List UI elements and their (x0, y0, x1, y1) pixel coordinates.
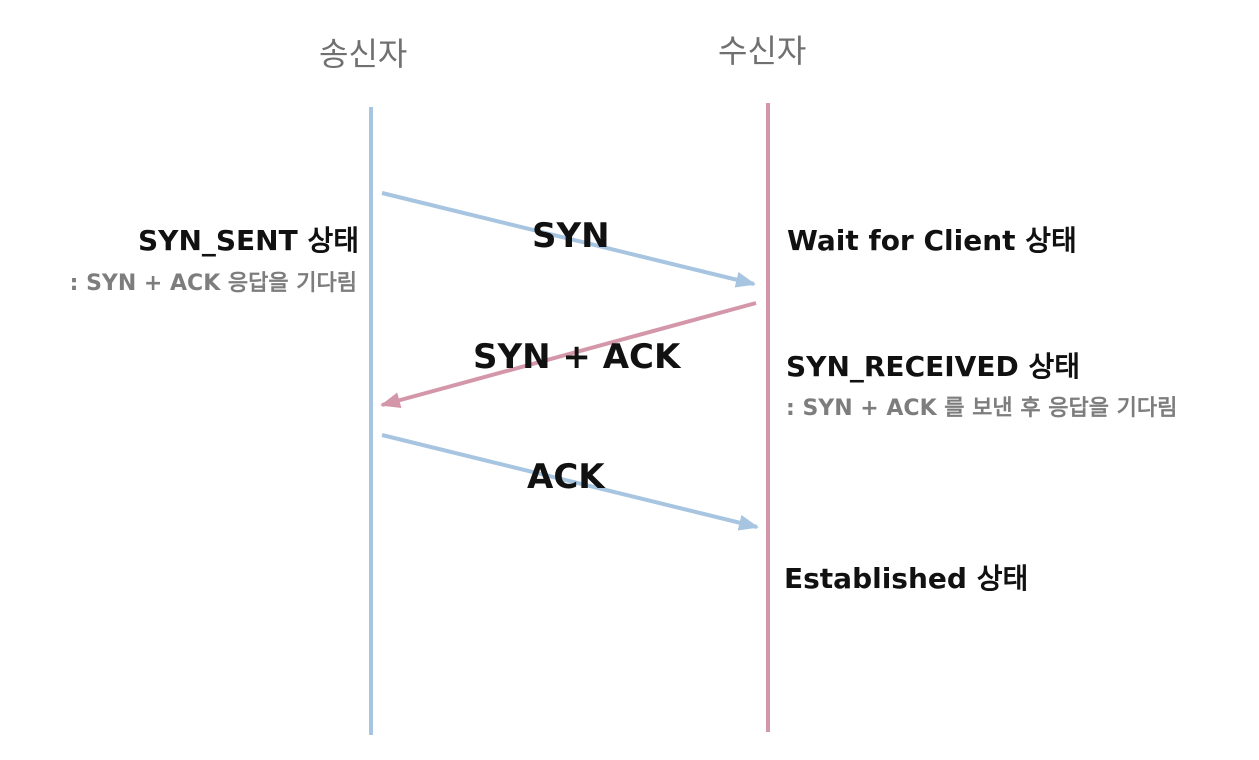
receiver-actor-label: 수신자 (718, 32, 807, 70)
sender-state-note: : SYN + ACK 응답을 기다림 (69, 271, 357, 296)
sender-state-title: SYN_SENT 상태 (138, 224, 359, 257)
syn-ack-arrow (380, 301, 757, 408)
syn-ack-message-label: SYN + ACK (473, 337, 681, 377)
receiver-state-received-note: : SYN + ACK 를 보낸 후 응답을 기다림 (786, 396, 1178, 421)
receiver-state-established: Established 상태 (784, 562, 1029, 595)
syn-arrow (381, 191, 756, 288)
receiver-state-wait: Wait for Client 상태 (787, 224, 1077, 257)
receiver-state-received: SYN_RECEIVED 상태 (786, 350, 1080, 383)
sender-actor-label: 송신자 (319, 35, 408, 73)
ack-arrow (381, 433, 759, 531)
syn-message-label: SYN (532, 216, 610, 256)
ack-message-label: ACK (527, 457, 605, 497)
